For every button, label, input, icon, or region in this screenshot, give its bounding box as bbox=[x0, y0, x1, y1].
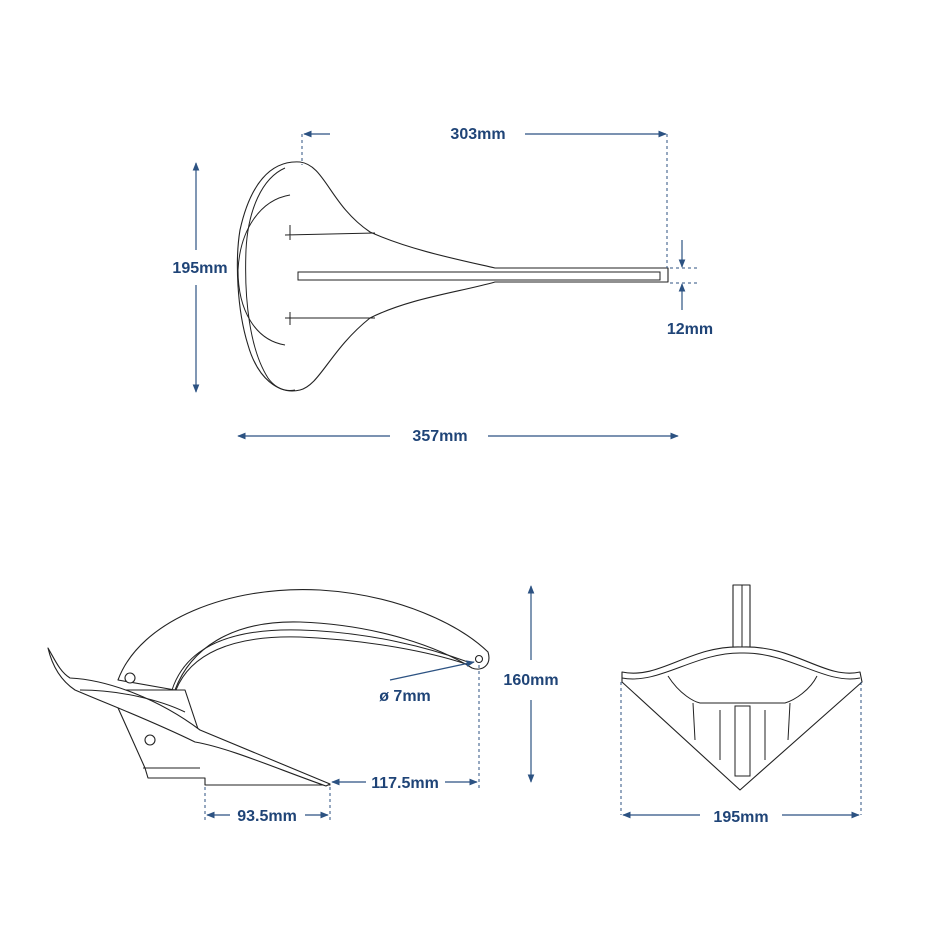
top-view: 303mm 195mm 12mm 357mm bbox=[172, 126, 713, 445]
top-height-label: 195mm bbox=[172, 260, 227, 277]
side-view: ø 7mm 160mm 117.5mm 93.5mm bbox=[47, 585, 559, 825]
front-width-label: 195mm bbox=[713, 809, 768, 826]
side-view-anchor-shape bbox=[47, 588, 490, 787]
fluke-to-hole-label: 117.5mm bbox=[371, 775, 439, 792]
side-height-label: 160mm bbox=[503, 672, 558, 689]
top-view-anchor-shape bbox=[236, 161, 669, 392]
front-view-anchor-shape bbox=[621, 584, 863, 791]
overall-length-label: 357mm bbox=[412, 428, 467, 445]
fluke-base-label: 93.5mm bbox=[237, 808, 297, 825]
shank-thickness-label: 12mm bbox=[667, 321, 713, 338]
front-view: 195mm bbox=[620, 584, 863, 826]
shank-length-label: 303mm bbox=[450, 126, 505, 143]
hole-diameter-label: ø 7mm bbox=[379, 688, 431, 705]
